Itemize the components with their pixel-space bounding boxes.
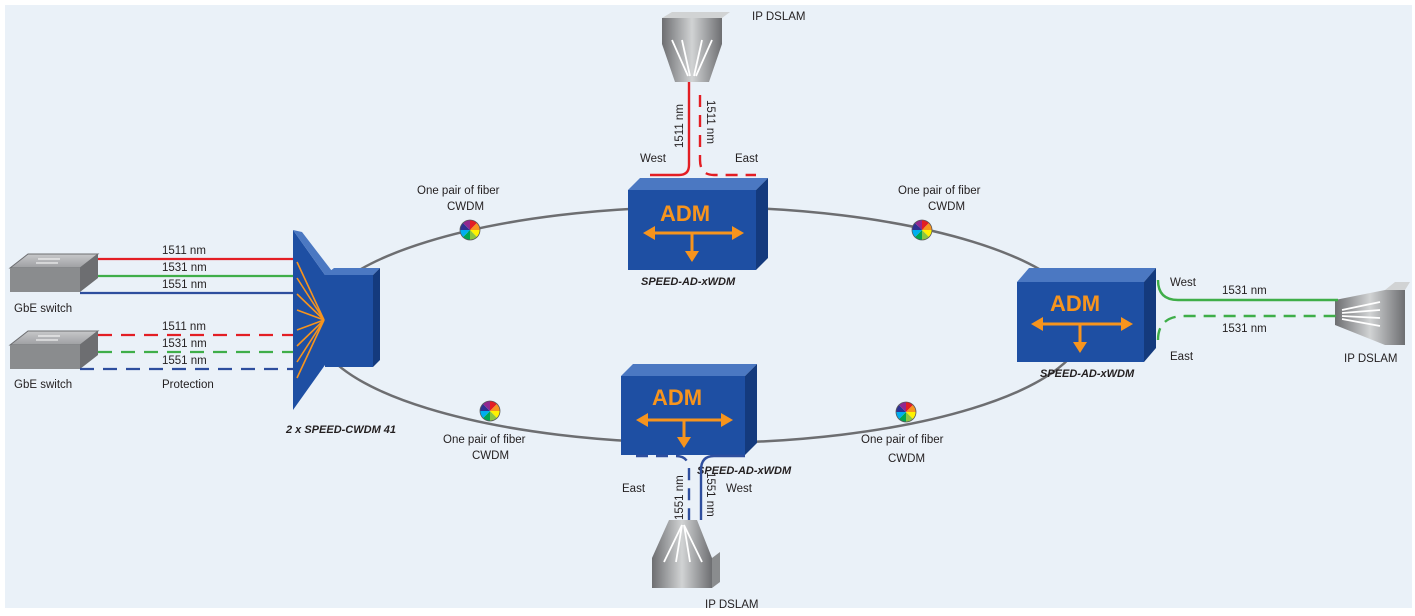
wl-label-working-1: 1511 nm — [162, 245, 206, 257]
fiber-bottom-west — [699, 454, 745, 520]
color-wheel-icon-ne — [911, 219, 933, 241]
fiber-bottom-west-nm: 1551 nm — [704, 472, 716, 517]
adm-top-caption: SPEED-AD-xWDM — [641, 276, 736, 288]
wl-label-working-2: 1531 nm — [162, 262, 207, 274]
adm-right-label: ADM — [1050, 291, 1100, 316]
adm-top-label: ADM — [660, 201, 710, 226]
fiber-right-east — [1156, 314, 1338, 341]
wl-label-working-3: 1551 nm — [162, 279, 207, 291]
ring-label-nw-line2: CWDM — [447, 201, 484, 213]
fiber-top-west — [650, 82, 691, 177]
fiber-bottom-east — [636, 454, 691, 520]
ring-label-sw-line2: CWDM — [472, 450, 509, 462]
color-wheel-icon-se — [895, 401, 917, 423]
dslam-top — [662, 12, 730, 82]
fiber-bottom-east-nm: 1551 nm — [674, 475, 686, 520]
gbe-switch-working — [8, 253, 100, 292]
wl-label-protection-3: 1551 nm — [162, 355, 207, 367]
fiber-top-east — [698, 95, 756, 177]
fiber-right-east-nm: 1531 nm — [1222, 323, 1267, 335]
protection-label: Protection — [162, 379, 214, 391]
ring-label-sw-line1: One pair of fiber — [443, 434, 526, 446]
ring-label-se-line2: CWDM — [888, 453, 925, 465]
dslam-right-label: IP DSLAM — [1344, 353, 1397, 365]
adm-right — [1017, 268, 1156, 362]
adm-top-west: West — [640, 153, 667, 165]
ring-label-se-line1: One pair of fiber — [861, 434, 944, 446]
adm-bottom-arrows-icon — [636, 413, 733, 448]
adm-top — [628, 178, 768, 270]
ring-label-ne-line2: CWDM — [928, 201, 965, 213]
cwdm-mux-caption: 2 x SPEED-CWDM 41 — [285, 424, 396, 436]
fiber-right-west-nm: 1531 nm — [1222, 285, 1267, 297]
adm-bottom-caption: SPEED-AD-xWDM — [697, 465, 792, 477]
dslam-bottom-label: IP DSLAM — [705, 599, 758, 611]
switch-label-protection: GbE switch — [14, 379, 72, 391]
adm-right-west: West — [1170, 277, 1197, 289]
gbe-switch-protection — [8, 330, 100, 369]
dslam-right — [1335, 282, 1410, 345]
adm-top-arrows-icon — [643, 226, 744, 262]
adm-bottom-west: West — [726, 483, 753, 495]
cwdm-mux — [293, 230, 380, 410]
adm-right-caption: SPEED-AD-xWDM — [1040, 368, 1135, 380]
wl-label-protection-2: 1531 nm — [162, 338, 207, 350]
adm-bottom-east: East — [622, 483, 646, 495]
color-wheel-icon-nw — [459, 219, 481, 241]
dslam-bottom — [652, 520, 720, 588]
adm-top-east: East — [735, 153, 759, 165]
fiber-top-east-nm: 1511 nm — [704, 100, 716, 144]
dslam-top-label: IP DSLAM — [752, 11, 805, 23]
switch-label-working: GbE switch — [14, 303, 72, 315]
adm-right-arrows-icon — [1031, 317, 1133, 353]
color-wheel-icon-sw — [479, 400, 501, 422]
fiber-right-west — [1156, 279, 1338, 302]
ring-label-ne-line1: One pair of fiber — [898, 185, 981, 197]
adm-bottom — [621, 364, 757, 455]
fiber-top-west-nm: 1511 nm — [674, 104, 686, 148]
ring-label-nw-line1: One pair of fiber — [417, 185, 500, 197]
adm-bottom-label: ADM — [652, 385, 702, 410]
wl-label-protection-1: 1511 nm — [162, 321, 206, 333]
adm-right-east: East — [1170, 351, 1194, 363]
diagram-background — [5, 5, 1412, 608]
